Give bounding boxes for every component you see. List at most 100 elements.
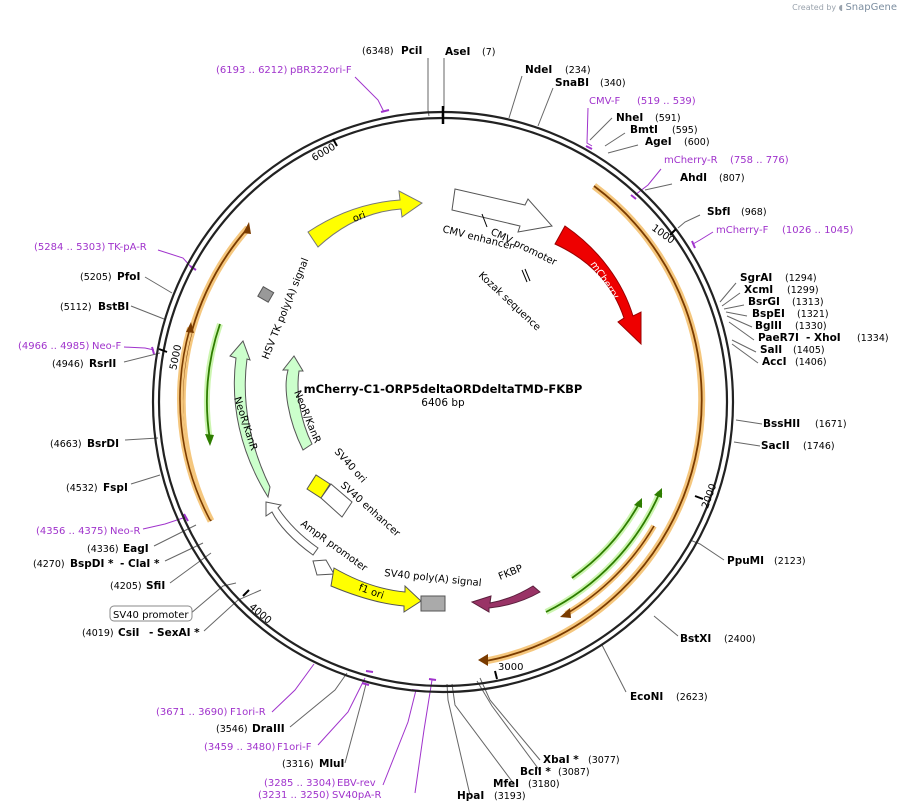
enzyme-pos-mlui: (3316) bbox=[282, 759, 314, 770]
enzyme-asei[interactable]: AseI bbox=[445, 46, 470, 58]
enzyme-xbai[interactable]: XbaI * bbox=[543, 754, 579, 766]
credit-brand: SnapGene bbox=[845, 2, 897, 13]
primer-cmv-f[interactable]: CMV-F bbox=[589, 96, 620, 107]
enzyme-csii[interactable]: CsiI bbox=[118, 627, 139, 639]
enzyme-paer7i[interactable]: PaeR7I bbox=[758, 332, 799, 344]
enzyme-bstbi[interactable]: BstBI bbox=[98, 301, 129, 313]
mcherry-arrow[interactable] bbox=[554, 225, 642, 346]
enzyme-econi[interactable]: EcoNI bbox=[630, 691, 663, 703]
enzyme-ahdi[interactable]: AhdI bbox=[680, 172, 707, 184]
enzyme-pos-nhei: (591) bbox=[655, 113, 681, 124]
primer-pbr322ori-f[interactable]: pBR322ori-F bbox=[290, 65, 352, 76]
enzyme-ppumi[interactable]: PpuMI bbox=[727, 555, 764, 567]
primer-range-neo-r: (4356 .. 4375) bbox=[36, 526, 108, 537]
enzyme-sali[interactable]: SalI bbox=[760, 344, 782, 356]
enzyme-sfii[interactable]: SfiI bbox=[146, 580, 165, 592]
sv40-ori-box[interactable] bbox=[306, 474, 331, 499]
primer-tk-pa-r[interactable]: TK-pA-R bbox=[107, 242, 147, 253]
enzyme-pos-mfei: (3180) bbox=[528, 779, 560, 790]
primer-neo-f[interactable]: Neo-F bbox=[92, 341, 122, 352]
ampr-promoter-arrow[interactable] bbox=[265, 501, 319, 556]
enzyme-pos-sgrai: (1294) bbox=[785, 273, 817, 284]
primer-range-mcherry-r: (758 .. 776) bbox=[730, 155, 789, 166]
sv40-polya-box[interactable] bbox=[420, 595, 446, 612]
enzyme-sbfi[interactable]: SbfI bbox=[707, 206, 731, 218]
primer-range-sv40pa-r: (3231 .. 3250) bbox=[258, 790, 330, 801]
enzyme-bsrdi[interactable]: BsrDI bbox=[87, 438, 119, 450]
enzyme-pfoi[interactable]: PfoI bbox=[117, 271, 140, 283]
hsv-tk-box[interactable] bbox=[257, 285, 275, 303]
tick-3000: 3000 bbox=[498, 662, 523, 673]
enzyme-bcli[interactable]: BclI * bbox=[520, 766, 551, 778]
enzyme-clai[interactable]: - ClaI * bbox=[120, 558, 160, 570]
primer-neo-r[interactable]: Neo-R bbox=[110, 526, 141, 537]
enzyme-pos-acci: (1406) bbox=[795, 357, 827, 368]
enzyme-pos-pfoi: (5205) bbox=[80, 272, 112, 283]
enzyme-pos-ppumi: (2123) bbox=[774, 556, 806, 567]
enzyme-sexai[interactable]: - SexAI * bbox=[149, 627, 200, 639]
enzyme-sacii[interactable]: SacII bbox=[761, 440, 790, 452]
enzyme-pos-bcli: (3087) bbox=[558, 767, 590, 778]
enzyme-eagi[interactable]: EagI bbox=[123, 543, 149, 555]
enzyme-pos-sali: (1405) bbox=[793, 345, 825, 356]
primer-mcherry-r[interactable]: mCherry-R bbox=[664, 155, 718, 166]
primer-range-cmv-f: (519 .. 539) bbox=[637, 96, 696, 107]
enzyme-pos-bsrgi: (1313) bbox=[792, 297, 824, 308]
enzyme-bstxi[interactable]: BstXI bbox=[680, 633, 711, 645]
primer-sv40pa-r[interactable]: SV40pA-R bbox=[332, 790, 381, 801]
label-cmv-enhancer: CMV enhancer bbox=[441, 224, 515, 252]
fkbp-arrow[interactable] bbox=[470, 585, 541, 613]
enzyme-draiii[interactable]: DraIII bbox=[252, 723, 285, 735]
enzyme-xhoi[interactable]: - XhoI bbox=[806, 332, 841, 344]
feature-arrows[interactable] bbox=[229, 188, 642, 613]
cmv-arrow[interactable] bbox=[451, 188, 553, 233]
enzyme-pos-sfii: (4205) bbox=[110, 581, 142, 592]
enzyme-pos-bmti: (595) bbox=[672, 125, 698, 136]
enzyme-sgrai[interactable]: SgrAI bbox=[740, 272, 772, 284]
primer-ebv-rev[interactable]: EBV-rev bbox=[337, 778, 376, 789]
enzyme-bsrgi[interactable]: BsrGI bbox=[748, 296, 780, 308]
small-white-arrow[interactable] bbox=[312, 559, 335, 576]
enzyme-pos-sbfi: (968) bbox=[741, 207, 767, 218]
enzyme-acci[interactable]: AccI bbox=[762, 356, 786, 368]
enzyme-pos-bspdi: (4270) bbox=[33, 559, 65, 570]
enzyme-pos-snabi: (340) bbox=[600, 78, 626, 89]
sv40-enhancer-box[interactable] bbox=[320, 483, 353, 518]
enzyme-mlui[interactable]: MluI bbox=[319, 758, 344, 770]
enzyme-bsshii[interactable]: BssHII bbox=[763, 418, 800, 430]
enzyme-pos-econi: (2623) bbox=[676, 692, 708, 703]
label-ori: ori bbox=[351, 210, 367, 225]
enzyme-pos-bsrdi: (4663) bbox=[50, 439, 82, 450]
f1-ori-arrow[interactable] bbox=[330, 567, 422, 613]
enzyme-bglii[interactable]: BglII bbox=[755, 320, 782, 332]
primer-mcherry-f[interactable]: mCherry-F bbox=[716, 225, 769, 236]
neor-outer-arrow[interactable] bbox=[229, 340, 271, 499]
primer-f1ori-r[interactable]: F1ori-R bbox=[230, 707, 266, 718]
enzyme-nhei[interactable]: NheI bbox=[616, 112, 643, 124]
enzyme-hpai[interactable]: HpaI bbox=[457, 790, 484, 802]
enzyme-pos-pcii: (6348) bbox=[362, 46, 394, 57]
sv40-promoter-label-box bbox=[109, 605, 193, 622]
ori-arrow[interactable] bbox=[307, 190, 423, 248]
enzyme-ndei[interactable]: NdeI bbox=[525, 64, 552, 76]
primer-f1ori-f[interactable]: F1ori-F bbox=[277, 742, 312, 753]
enzyme-fspi[interactable]: FspI bbox=[103, 482, 128, 494]
enzyme-pos-xbai: (3077) bbox=[588, 755, 620, 766]
neor-inner-arrow[interactable] bbox=[281, 355, 313, 451]
enzyme-xcmi[interactable]: XcmI bbox=[744, 284, 773, 296]
primer-range-pbr322ori-f: (6193 .. 6212) bbox=[216, 65, 288, 76]
primer-range-neo-f: (4966 .. 4985) bbox=[18, 341, 90, 352]
enzyme-pcii[interactable]: PciI bbox=[401, 45, 422, 57]
enzyme-pos-eagi: (4336) bbox=[87, 544, 119, 555]
enzyme-bspei[interactable]: BspEI bbox=[752, 308, 785, 320]
enzyme-rsrii[interactable]: RsrII bbox=[89, 358, 116, 370]
enzyme-snabi[interactable]: SnaBI bbox=[555, 77, 589, 89]
enzyme-bspdi[interactable]: BspDI * bbox=[70, 558, 114, 570]
enzyme-agei[interactable]: AgeI bbox=[645, 136, 672, 148]
enzyme-labels: (6348) PciI AseI (7) NdeI (234) SnaBI (3… bbox=[33, 45, 889, 802]
enzyme-mfei[interactable]: MfeI bbox=[493, 778, 519, 790]
enzyme-bmti[interactable]: BmtI bbox=[630, 124, 658, 136]
enzyme-pos-xhoi: (1334) bbox=[857, 333, 889, 344]
label-sv40-enhancer: SV40 enhancer bbox=[338, 480, 403, 540]
enzyme-pos-bglii: (1330) bbox=[795, 321, 827, 332]
